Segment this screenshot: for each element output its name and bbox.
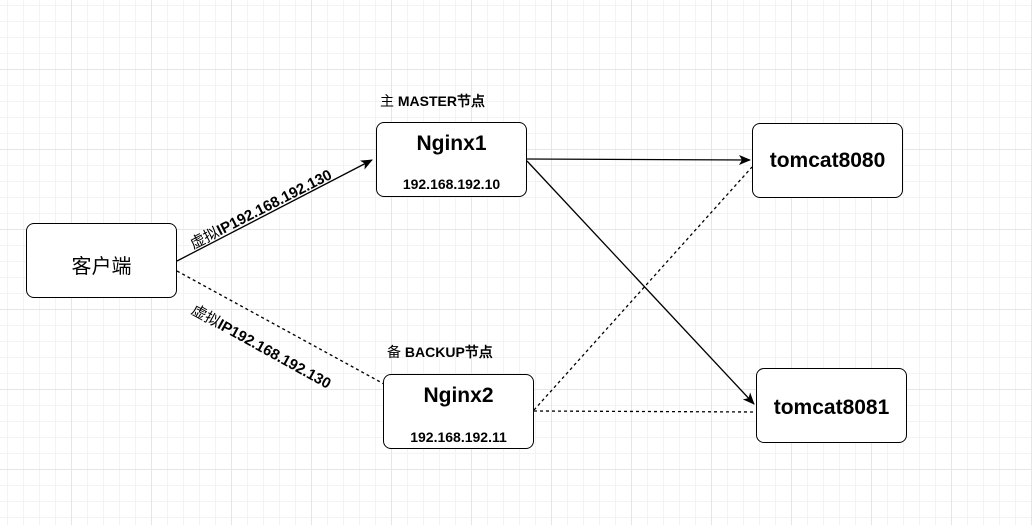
nginx2-ip: 192.168.192.11 [410,429,507,445]
nginx1-role-label: 主 MASTER节点 [380,91,485,111]
edge-nginx2-tomcat8080 [533,166,753,411]
tomcat8081-node[interactable]: tomcat8081 [756,368,907,443]
nginx2-role-label: 备 BACKUP节点 [387,342,493,362]
nginx1-role-prefix: 主 [380,93,394,109]
edge-nginx2-tomcat8081 [533,410,757,413]
tomcat8080-label: tomcat8080 [769,149,886,172]
nginx1-ip: 192.168.192.10 [402,176,501,192]
edge-nginx1-tomcat8081 [526,160,755,405]
tomcat8080-node[interactable]: tomcat8080 [752,123,903,198]
nginx1-role-main: MASTER节点 [397,93,486,109]
edge-client-nginx1 [176,159,373,262]
edge-nginx1-tomcat8080 [526,154,751,165]
nginx1-node[interactable]: Nginx1 192.168.192.10 [376,122,527,197]
tomcat8081-label: tomcat8081 [773,396,890,419]
nginx2-role-main: BACKUP节点 [404,344,493,360]
client-label: 客户端 [71,256,132,278]
nginx2-node[interactable]: Nginx2 192.168.192.11 [383,374,534,449]
client-node[interactable]: 客户端 [26,223,177,298]
nginx2-title: Nginx2 [423,384,494,407]
nginx2-role-prefix: 备 [387,344,401,360]
nginx1-title: Nginx1 [416,132,487,155]
